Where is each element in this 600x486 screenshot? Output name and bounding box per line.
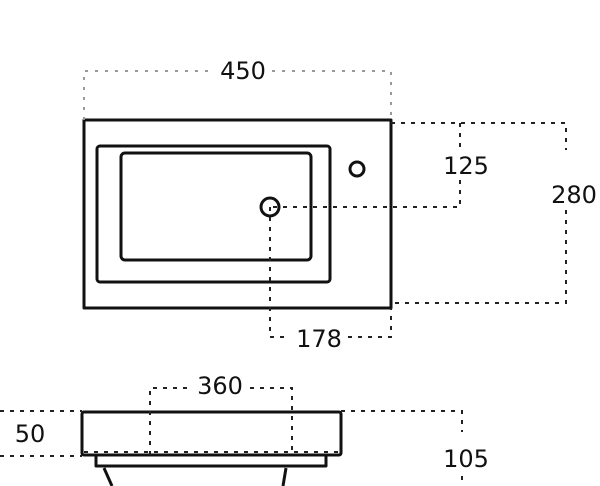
bowl-inner [119,151,313,262]
drain-edge-dimension-label: 178 [296,325,342,353]
basin-side-outline [80,410,343,457]
total-height-dimension-label: 105 [443,445,489,473]
width-dimension-line [83,70,392,120]
total-height-dimension-line [341,410,463,486]
drain-edge-dimension-line [269,207,392,338]
tap-hole [348,160,366,178]
waste-spacing-dimension-line [149,387,293,455]
basin-lip [94,455,328,468]
drain-offset-dimension-label: 125 [443,152,489,180]
basin-bowl-side [102,467,288,486]
side-view: 360 50 105 [0,372,489,486]
plan-view: 450 280 125 178 [82,57,597,353]
width-dimension-label: 450 [220,57,266,85]
depth-dimension-line [391,122,567,304]
basin-outline [82,118,393,310]
drain-hole [259,196,281,218]
waste-spacing-dimension-label: 360 [197,372,243,400]
rim-height-dimension-label: 50 [15,420,46,448]
depth-dimension-label: 280 [551,181,597,209]
bowl-rim [95,144,332,284]
drain-offset-dimension-line [270,123,461,208]
rim-height-dimension-line [0,410,340,457]
